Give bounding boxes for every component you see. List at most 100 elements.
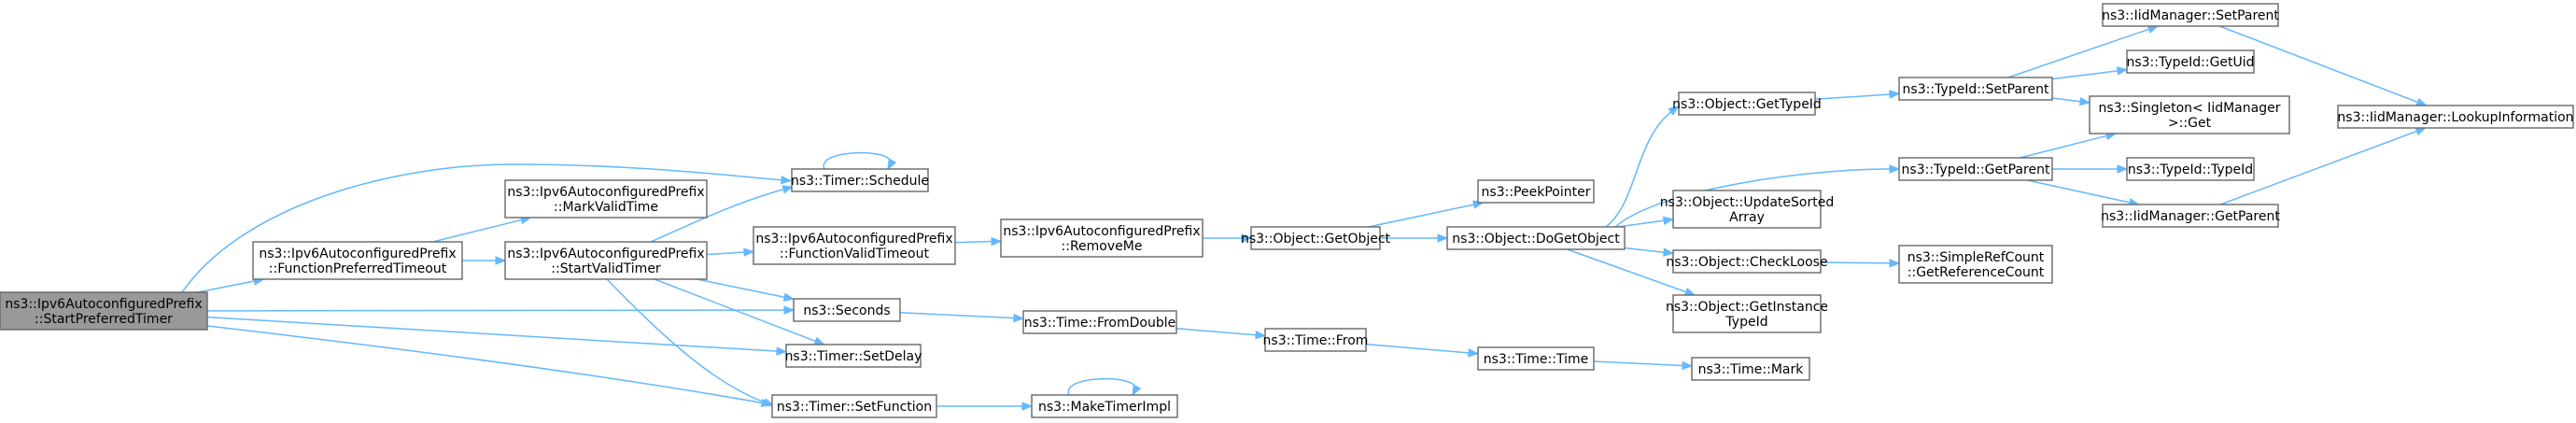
node-box [1000, 219, 1204, 258]
node-label: ns3::Ipv6AutoconfiguredPrefix [755, 232, 952, 247]
node-label: ns3::Object::UpdateSorted [1660, 195, 1834, 210]
node-box [1672, 294, 1822, 333]
edge-arrowhead-start_valid>timer_setdelay [813, 336, 826, 345]
node-make_timer_impl[interactable]: ns3::MakeTimerImpl [1031, 394, 1178, 418]
node-box [2126, 157, 2255, 181]
node-object_gettypeid[interactable]: ns3::Object::GetTypeId [1672, 92, 1822, 116]
node-fn_preferred_timeout[interactable]: ns3::Ipv6AutoconfiguredPrefix::FunctionP… [252, 241, 463, 280]
edge-line [2020, 134, 2108, 159]
edge-object_getobject-to-object_dogetobject [1380, 233, 1449, 243]
node-singleton_get[interactable]: ns3::Singleton< IidManager >::Get [2089, 95, 2290, 134]
node-label: ::GetReferenceCount [1907, 265, 2045, 280]
node-label: ns3::TypeId::GetParent [1902, 162, 2050, 177]
node-label: ::FunctionPreferredTimeout [269, 261, 447, 276]
node-object_dogetobject[interactable]: ns3::Object::DoGetObject [1446, 226, 1626, 250]
node-box [753, 226, 956, 265]
node-timer_schedule[interactable]: ns3::Timer::Schedule [791, 168, 929, 192]
node-iid_lookup[interactable]: ns3::IidManager::LookupInformation [2337, 105, 2574, 129]
edge-time_fromdouble-to-time_from [1175, 327, 1267, 340]
node-box [785, 344, 922, 368]
edge-arrowhead-start_preferred>timer_schedule [781, 175, 793, 185]
edge-arrowhead-iid_setparent>iid_lookup [2415, 97, 2428, 106]
edge-line [206, 325, 766, 404]
node-label: ns3::Ipv6AutoconfiguredPrefix [5, 297, 202, 312]
node-typeid_getparent[interactable]: ns3::TypeId::GetParent [1898, 157, 2053, 181]
edge-start_preferred-to-timer_schedule [181, 163, 793, 293]
node-mark_valid[interactable]: ns3::Ipv6AutoconfiguredPrefix::MarkValid… [504, 179, 708, 219]
edge-arrowhead-object_gettypeid>typeid_setparent [1889, 90, 1901, 99]
node-time_time[interactable]: ns3::Time::Time [1477, 346, 1595, 371]
node-box [793, 298, 901, 322]
edge-arrowhead-object_dogetobject>object_checkloose [1663, 247, 1675, 257]
node-box [1898, 77, 2053, 101]
node-seconds[interactable]: ns3::Seconds [793, 298, 901, 322]
node-label: ns3::Ipv6AutoconfiguredPrefix [259, 247, 456, 261]
node-start_valid[interactable]: ns3::Ipv6AutoconfiguredPrefix::StartVali… [504, 241, 708, 280]
node-label: ns3::TypeId::TypeId [2128, 162, 2253, 177]
edge-seconds-to-time_fromdouble [899, 311, 1025, 323]
node-label: ns3::TypeId::GetUid [2126, 55, 2254, 70]
node-object_checkloose[interactable]: ns3::Object::CheckLoose [1666, 249, 1828, 274]
edge-line [1567, 248, 1687, 293]
edge-arrowhead-start_valid>timer_setfunction [763, 398, 775, 407]
edge-fn_preferred_timeout-to-start_valid [462, 256, 507, 265]
edge-object_dogetobject-to-typeid_getparent [1614, 164, 1901, 228]
node-box [1898, 245, 2053, 284]
node-box [1678, 92, 1816, 116]
node-box [2089, 95, 2290, 134]
node-peek_pointer[interactable]: ns3::PeekPointer [1477, 179, 1595, 204]
edge-line [1605, 109, 1674, 228]
node-object_getobject[interactable]: ns3::Object::GetObject [1241, 226, 1391, 250]
edge-make_timer_impl-to-make_timer_impl [1067, 378, 1142, 397]
node-box [0, 291, 208, 331]
node-box [2102, 204, 2279, 228]
node-timer_setdelay[interactable]: ns3::Timer::SetDelay [785, 344, 922, 368]
edge-object_checkloose-to-simplerefcount [1820, 259, 1901, 268]
edge-arrowhead-time_fromdouble>time_from [1255, 330, 1267, 340]
node-iid_setparent[interactable]: ns3::IidManager::SetParent [2102, 3, 2279, 27]
node-typeid_setparent[interactable]: ns3::TypeId::SetParent [1898, 77, 2053, 101]
node-label: ns3::Ipv6AutoconfiguredPrefix [507, 185, 704, 200]
edge-arrowhead-start_valid>fn_valid_timeout [743, 247, 755, 257]
node-time_mark[interactable]: ns3::Time::Mark [1691, 357, 1810, 381]
node-box [504, 241, 708, 280]
edge-arrowhead-object_dogetobject>typeid_getparent [1889, 164, 1901, 174]
node-box [1898, 157, 2053, 181]
edge-line [206, 316, 779, 352]
node-time_fromdouble[interactable]: ns3::Time::FromDouble [1022, 310, 1177, 334]
edge-object_dogetobject-to-object_gettypeid [1605, 105, 1680, 228]
node-label: ns3::PeekPointer [1482, 185, 1591, 200]
edge-typeid_setparent-to-typeid_getuid [2051, 66, 2129, 80]
node-label: ns3::Ipv6AutoconfiguredPrefix [1003, 224, 1200, 239]
edge-arrowhead-typeid_setparent>typeid_getuid [2116, 66, 2129, 76]
node-box [2126, 49, 2255, 74]
node-box [2337, 105, 2574, 129]
edge-arrowhead-timer_setfunction>make_timer_impl [1021, 402, 1034, 411]
node-time_from[interactable]: ns3::Time::From [1263, 328, 1369, 352]
node-remove_me[interactable]: ns3::Ipv6AutoconfiguredPrefix::RemoveMe [1000, 219, 1204, 258]
edge-line [1593, 360, 1684, 367]
edge-timer_setfunction-to-make_timer_impl [936, 402, 1034, 411]
node-box [1672, 249, 1822, 274]
node-typeid_getuid[interactable]: ns3::TypeId::GetUid [2126, 49, 2255, 74]
node-box [2102, 3, 2279, 27]
node-fn_valid_timeout[interactable]: ns3::Ipv6AutoconfiguredPrefix::FunctionV… [753, 226, 956, 265]
edge-fn_valid_timeout-to-remove_me [954, 236, 1003, 247]
node-label: ::MarkValidTime [554, 200, 658, 215]
edge-typeid_getparent-to-singleton_get [2020, 131, 2118, 159]
node-iid_getparent[interactable]: ns3::IidManager::GetParent [2101, 204, 2280, 228]
edge-line [181, 163, 785, 293]
node-typeid_typeid[interactable]: ns3::TypeId::TypeId [2126, 157, 2255, 181]
node-label: ns3::Object::GetObject [1241, 232, 1391, 247]
edge-arrowhead-iid_getparent>iid_lookup [2414, 127, 2428, 136]
node-label: ns3::IidManager::LookupInformation [2337, 110, 2573, 125]
node-box [252, 241, 463, 280]
node-label: ns3::Object::CheckLoose [1666, 255, 1827, 270]
node-label: ns3::Ipv6AutoconfiguredPrefix [507, 247, 704, 261]
node-start_preferred[interactable]: ns3::Ipv6AutoconfiguredPrefix::StartPref… [0, 291, 208, 331]
node-simplerefcount[interactable]: ns3::SimpleRefCount::GetReferenceCount [1898, 245, 2053, 284]
node-timer_setfunction[interactable]: ns3::Timer::SetFunction [771, 394, 937, 418]
edge-arrowhead-time_time>time_mark [1682, 360, 1694, 371]
